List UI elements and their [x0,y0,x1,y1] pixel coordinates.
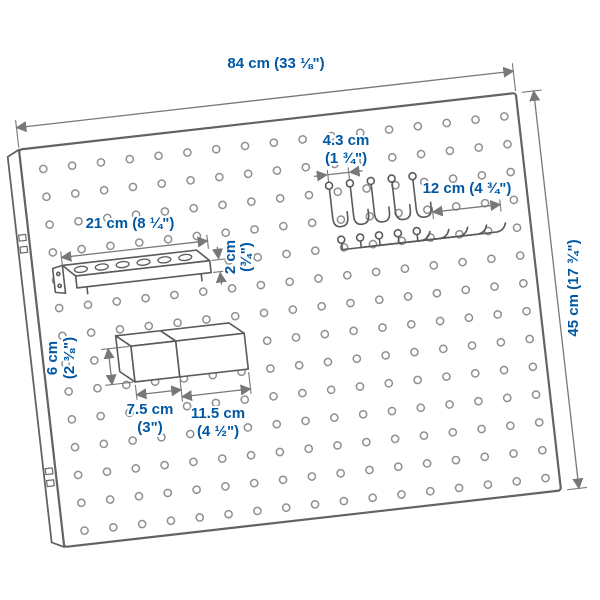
container-width-label-line2: (4 ½") [197,423,239,440]
hook-small-label-line1: 4.3 cm [323,132,370,149]
tool-holder-leg [200,272,203,282]
holder-depth-label-line1: 2 cm [222,240,239,274]
holder-width-dimline [60,236,209,262]
container-height-label-line1: 6 cm [44,341,61,375]
board-height-dimline [529,89,584,490]
container-depth-label-line1: 7.5 cm [127,401,174,418]
mount-slot [45,479,55,488]
pegboard-holes [38,112,550,535]
dimension-lines [15,63,587,491]
container-width-dimline [180,384,252,402]
storage-containers [114,322,250,383]
container-height-label-line2: (2 ⅜") [61,337,78,379]
hook-long-label: 12 cm (4 ¾") [423,180,512,197]
container-left-front [130,340,181,383]
tool-holder-leg [86,285,89,295]
bracket-hole [55,271,61,277]
tool-holder-front [74,259,212,289]
hook-small-dimline [313,170,328,182]
mount-slot [44,467,54,476]
board-width-label: 84 cm (33 ⅛") [227,55,324,72]
mount-slot [17,233,27,242]
small-hooks [324,171,433,228]
container-depth-dimline [135,385,183,400]
pegboard-assembly [6,63,587,548]
hook-small-label-line2: (1 ¾") [325,150,367,167]
container-height-dimline [103,347,117,386]
bracket-hole [57,283,63,289]
board-height-label: 45 cm (17 ¾") [565,239,582,336]
mount-slot [19,245,29,254]
hook-long-dimline [431,200,502,217]
long-hooks [336,222,507,251]
holder-depth-dimline [211,246,223,260]
holder-depth-label-line2: (¾") [238,242,255,272]
container-depth-label-line2: (3") [137,419,162,436]
container-right-front [174,332,250,378]
board-width-dimline [15,66,515,133]
container-width-label-line1: 11.5 cm [191,405,245,422]
tool-holder-bracket [51,264,67,295]
holder-width-label: 21 cm (8 ¼") [86,215,175,232]
